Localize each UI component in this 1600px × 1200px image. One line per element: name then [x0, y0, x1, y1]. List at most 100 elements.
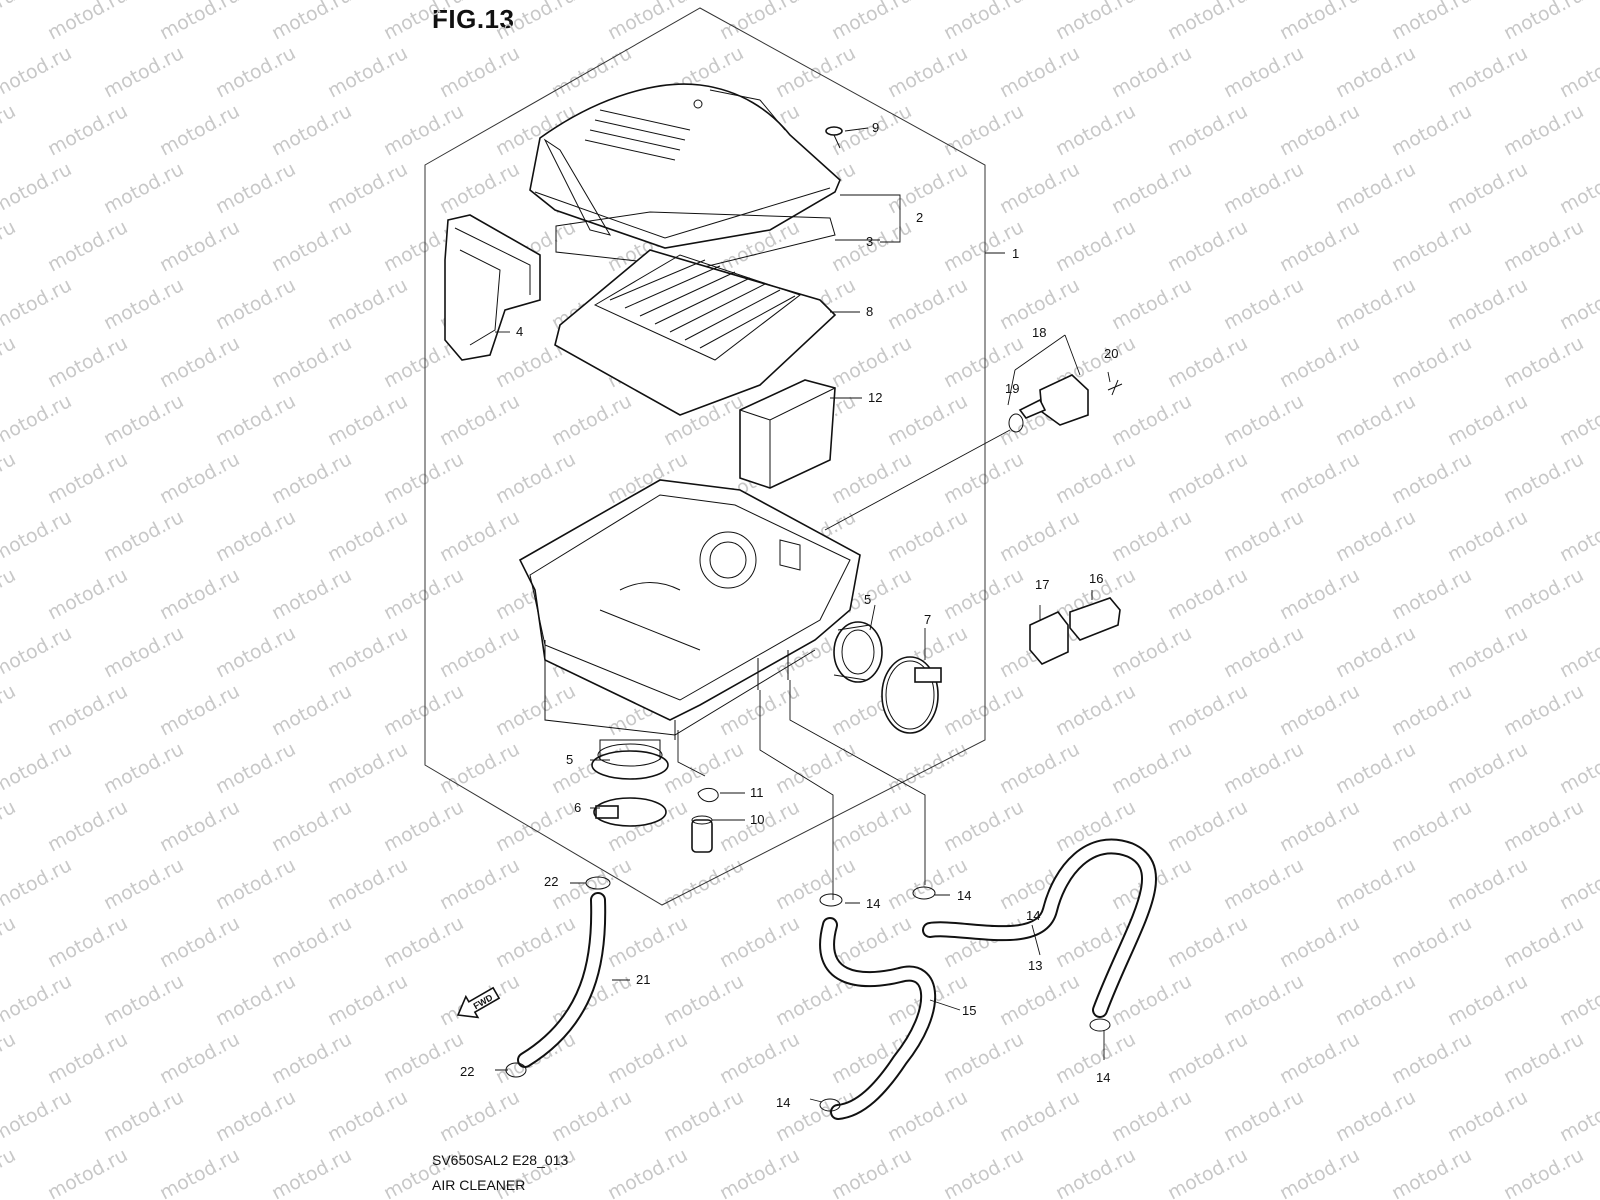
watermark-text: motod.ru [1500, 100, 1587, 160]
watermark-text: motod.ru [268, 1028, 355, 1088]
watermark-text: motod.ru [212, 158, 299, 218]
watermark-text: motod.ru [0, 42, 75, 102]
watermark-text: motod.ru [1164, 1144, 1251, 1200]
watermark-text: motod.ru [940, 1144, 1027, 1200]
callout-labels: 1234556789101112131414141414151617181920… [460, 120, 1118, 1110]
intake-air-temp-sensor [1008, 374, 1123, 433]
watermark-text: motod.ru [716, 1028, 803, 1088]
callout-14: 14 [866, 896, 880, 911]
watermark-text: motod.ru [1332, 1086, 1419, 1146]
watermark-text: motod.ru [1276, 1144, 1363, 1200]
watermark-text: motod.ru [44, 912, 131, 972]
watermark-text: motod.ru [1276, 1028, 1363, 1088]
watermark-text: motod.ru [772, 854, 859, 914]
watermark-text: motod.ru [1276, 680, 1363, 740]
watermark-text: motod.ru [268, 1144, 355, 1200]
watermark-text: motod.ru [268, 216, 355, 276]
watermark-text: motod.ru [0, 506, 75, 566]
watermark-text: motod.ru [1052, 680, 1139, 740]
callout-14: 14 [1026, 908, 1040, 923]
watermark-text: motod.ru [884, 274, 971, 334]
watermark-text: motod.ru [0, 1086, 75, 1146]
watermark-text: motod.ru [492, 796, 579, 856]
watermark-text: motod.ru [940, 100, 1027, 160]
watermark-text: motod.ru [940, 1028, 1027, 1088]
watermark-text: motod.ru [1332, 854, 1419, 914]
watermark-text: motod.ru [1052, 448, 1139, 508]
watermark-text: motod.ru [156, 796, 243, 856]
watermark-text: motod.ru [660, 970, 747, 1030]
clamp-14-a [819, 893, 843, 907]
watermark-text: motod.ru [156, 1144, 243, 1200]
watermark-text: motod.ru [1164, 796, 1251, 856]
air-cleaner-cap [529, 83, 841, 249]
watermark-text: motod.ru [1444, 390, 1531, 450]
watermark-text: motod.ru [1332, 970, 1419, 1030]
assembly-outline [424, 7, 986, 906]
watermark-text: motod.ru [1332, 42, 1419, 102]
watermark-text: motod.ru [268, 448, 355, 508]
watermark-text: motod.ru [1556, 506, 1600, 566]
callout-22: 22 [460, 1064, 474, 1079]
watermark-text: motod.ru [0, 390, 75, 450]
watermark-text: motod.ru [0, 100, 19, 160]
watermark-text: motod.ru [1164, 564, 1251, 624]
watermark-text: motod.ru [996, 158, 1083, 218]
watermark-text: motod.ru [548, 390, 635, 450]
callout-7: 7 [924, 612, 931, 627]
watermark-text: motod.ru [268, 564, 355, 624]
watermark-text: motod.ru [100, 738, 187, 798]
callout-22: 22 [544, 874, 558, 889]
watermark-text: motod.ru [436, 390, 523, 450]
section-name: AIR CLEANER [432, 1177, 526, 1193]
foam-block [739, 379, 836, 489]
callout-13: 13 [1028, 958, 1042, 973]
watermark-text: motod.ru [1388, 796, 1475, 856]
watermark-text: motod.ru [156, 100, 243, 160]
watermark-text: motod.ru [324, 970, 411, 1030]
callout-14: 14 [776, 1095, 790, 1110]
callout-16: 16 [1089, 571, 1103, 586]
watermark-text: motod.ru [436, 854, 523, 914]
watermark-text: motod.ru [1500, 796, 1587, 856]
callout-5: 5 [864, 592, 871, 607]
watermark-text: motod.ru [1444, 622, 1531, 682]
watermark-text: motod.ru [156, 332, 243, 392]
watermark-text: motod.ru [44, 448, 131, 508]
watermark-text: motod.ru [380, 100, 467, 160]
callout-20: 20 [1104, 346, 1118, 361]
case-joint-lower [591, 739, 669, 780]
watermark-text: motod.ru [940, 448, 1027, 508]
watermark-text: motod.ru [380, 796, 467, 856]
watermark-text: motod.ru [940, 564, 1027, 624]
watermark-text: motod.ru [884, 506, 971, 566]
watermark-text: motod.ru [492, 680, 579, 740]
clamp-large [881, 656, 942, 734]
watermark-text: motod.ru [380, 0, 467, 44]
callout-8: 8 [866, 304, 873, 319]
watermark-text: motod.ru [1444, 274, 1531, 334]
watermark-text: motod.ru [604, 1028, 691, 1088]
watermark-text: motod.ru [996, 42, 1083, 102]
watermark-text: motod.ru [268, 0, 355, 44]
watermark-text: motod.ru [380, 448, 467, 508]
case-joint-upper [833, 621, 883, 683]
watermark-text: motod.ru [1332, 158, 1419, 218]
callout-14: 14 [957, 888, 971, 903]
drain-plug [691, 815, 713, 853]
watermark-text: motod.ru [1388, 680, 1475, 740]
watermark-text: motod.ru [0, 448, 19, 508]
watermark-text: motod.ru [1444, 506, 1531, 566]
watermark-text: motod.ru [380, 564, 467, 624]
watermark-text: motod.ru [100, 970, 187, 1030]
watermark-text: motod.ru [436, 506, 523, 566]
watermark-text: motod.ru [884, 390, 971, 450]
watermark-text: motod.ru [44, 100, 131, 160]
watermark-text: motod.ru [436, 1086, 523, 1146]
watermark-text: motod.ru [1108, 738, 1195, 798]
watermark-text: motod.ru [884, 1086, 971, 1146]
clip-11 [697, 787, 719, 803]
watermark-text: motod.ru [44, 680, 131, 740]
watermark-text: motod.ru [324, 274, 411, 334]
